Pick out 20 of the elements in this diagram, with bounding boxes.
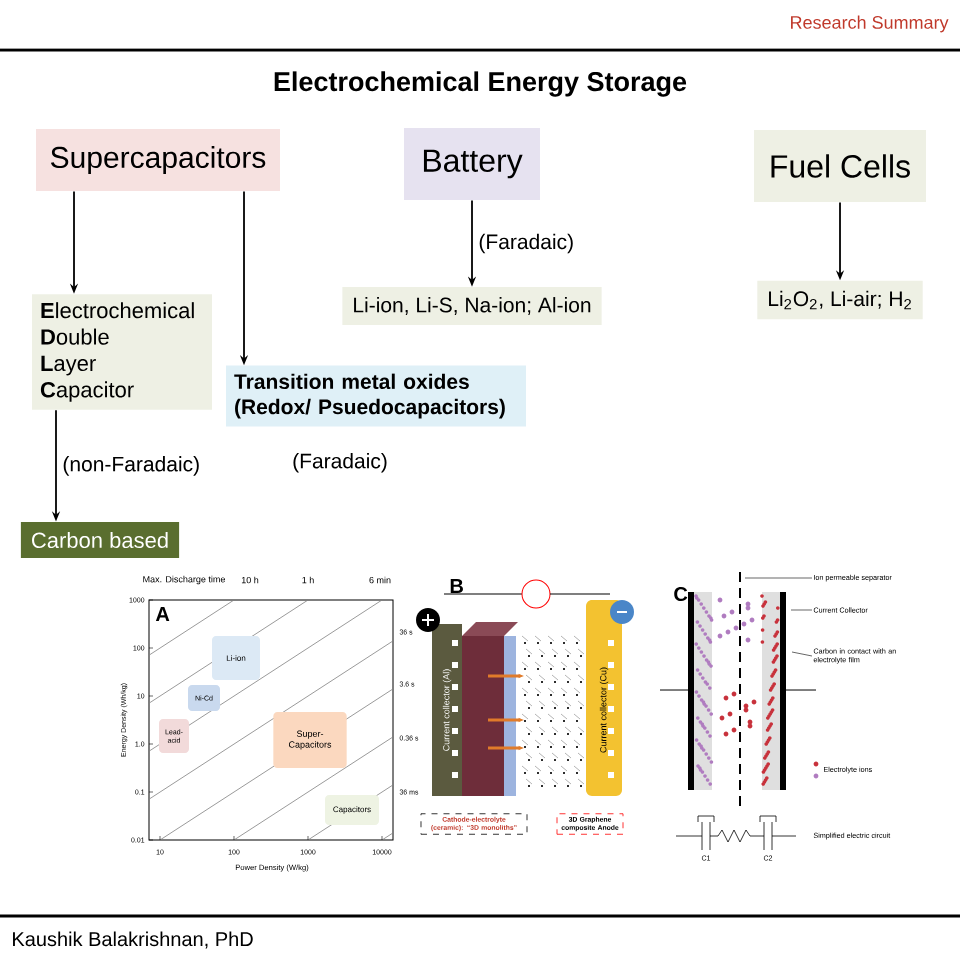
- title: Electrochemical Energy Storage: [274, 71, 687, 97]
- example-box: Li$_{2}$O$_{2}$, Li-air; H$_{2}$: [757, 280, 923, 320]
- panel-letter: A: [155, 607, 170, 621]
- type-box: Transition metal oxides (Redox/ Psuedocapacitors): [226, 365, 526, 427]
- annotation: (Faradaic): [293, 453, 387, 473]
- edge-label: (Faradaic): [479, 233, 573, 254]
- leader-line: [791, 651, 813, 657]
- leader-line: [790, 609, 813, 611]
- header-label: Research Summary: [791, 15, 949, 33]
- category-box: Fuel Cells: [754, 130, 926, 202]
- edge-label: (non-Faradaic): [63, 456, 199, 476]
- author-name: Kaushik Balakrishnan, PhD: [13, 931, 253, 949]
- type-box: Electrochemical Double Layer Capacitor: [32, 294, 212, 410]
- leader-line: [744, 577, 813, 579]
- category-box: Supercapacitors: [36, 129, 280, 191]
- category-box: Battery: [404, 128, 540, 200]
- panel-letter: B: [450, 579, 463, 593]
- panel-letter: C: [674, 586, 688, 602]
- material-box: Carbon based: [20, 521, 180, 559]
- example-box: Li-ion, Li-S, Na-ion; Al-ion: [342, 287, 602, 325]
